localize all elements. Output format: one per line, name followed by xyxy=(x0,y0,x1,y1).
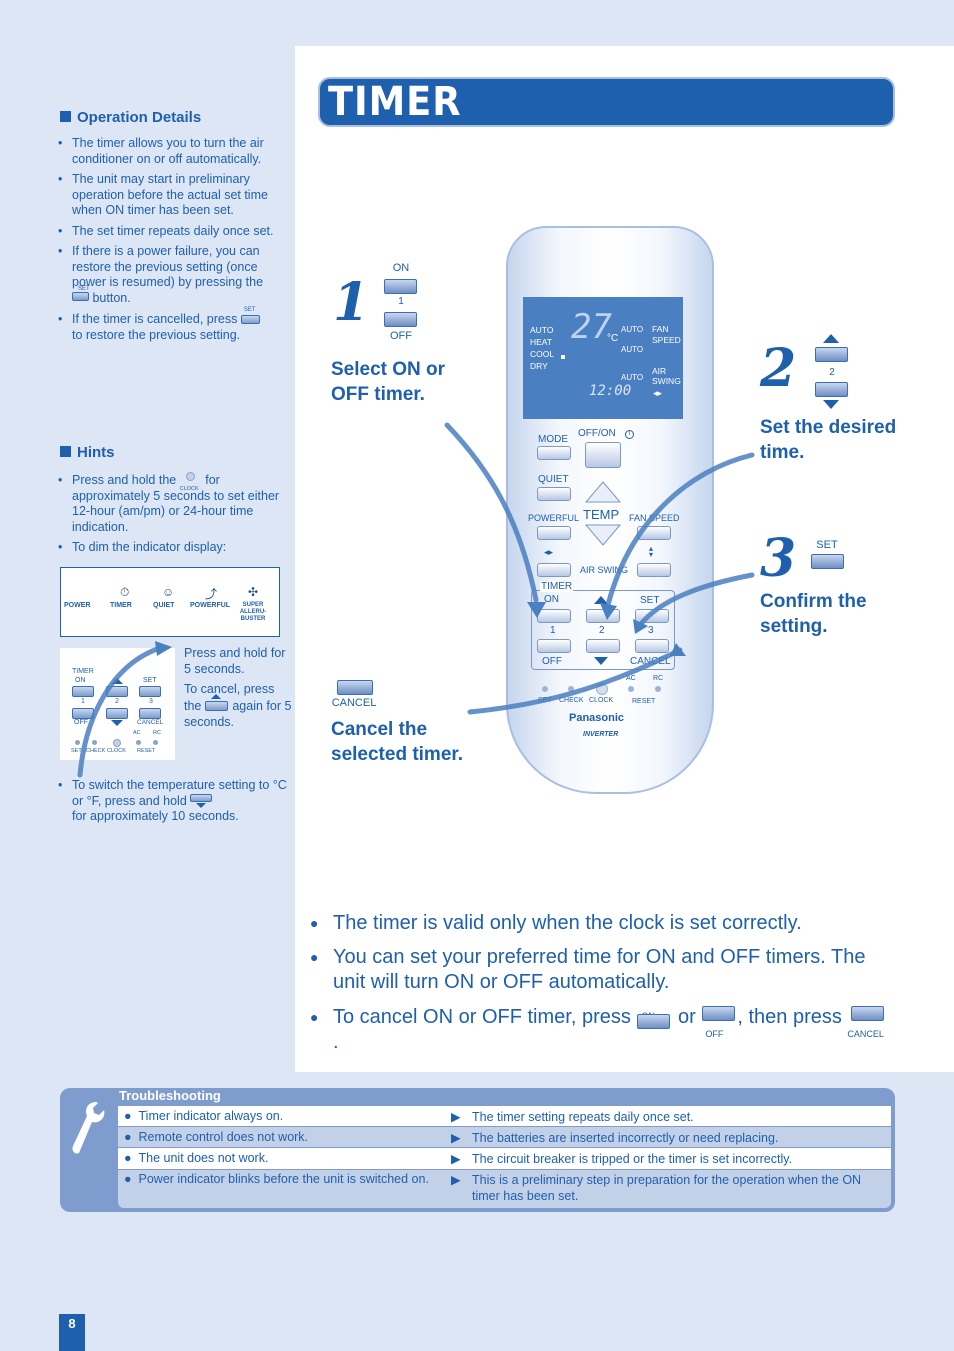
list-item: To switch the temperature setting to °C … xyxy=(58,778,293,825)
set-button-icon xyxy=(811,554,844,569)
table-row xyxy=(118,1106,891,1126)
list-item: ●The timer is valid only when the clock … xyxy=(310,912,802,934)
step-cancel-text: Cancel the selected timer. xyxy=(331,719,464,765)
mini-set-button xyxy=(139,686,161,697)
square-bullet-icon xyxy=(60,446,71,457)
timer-section xyxy=(531,590,675,670)
table-row xyxy=(118,1170,891,1208)
step-number-1: 1 xyxy=(333,272,370,333)
super-allergen-label: SUPER ALLERU-BUSTER xyxy=(239,602,267,622)
powerful-label: POWERFUL xyxy=(190,602,231,609)
remote-timer-cancel-button[interactable] xyxy=(635,639,669,653)
mini-cancel-button xyxy=(139,708,161,719)
page-number-tab xyxy=(59,1314,85,1351)
operation-details-list: The timer allows you to turn the air con… xyxy=(58,136,283,348)
up-button-icon xyxy=(815,347,848,362)
step-3-text: Confirm the setting. xyxy=(760,591,867,637)
wrench-icon xyxy=(68,1100,108,1160)
powerful-indicator-icon: ⤴ xyxy=(205,587,218,601)
remote-lcd xyxy=(523,297,683,419)
hints-heading: Hints xyxy=(60,444,115,461)
page-title: TIMER xyxy=(328,79,462,125)
cancel-button-icon xyxy=(337,680,373,695)
remote-mode-button[interactable] xyxy=(537,446,571,460)
up-button-icon xyxy=(204,701,228,712)
down-arrow-icon xyxy=(196,803,207,809)
lcd-clock: 12:00 xyxy=(589,383,632,399)
square-bullet-icon xyxy=(60,111,71,122)
power-icon: I xyxy=(625,430,634,439)
mini-down-arrow-icon xyxy=(111,720,123,726)
step-number-3: 3 xyxy=(760,528,797,589)
quiet-label: QUIET xyxy=(153,602,175,609)
hint-cancel-text: To cancel, press the again for 5 seconds… xyxy=(184,682,292,729)
list-item: ●To cancel ON or OFF timer, press ON or … xyxy=(310,1005,885,1053)
on-button-icon xyxy=(384,279,417,294)
clock-button-icon: CLOCK xyxy=(180,471,202,492)
remote-powerful-button[interactable] xyxy=(537,526,571,540)
remote-offon-button[interactable] xyxy=(585,442,621,468)
hints-list: Press and hold the CLOCK for approximate… xyxy=(58,471,283,561)
on-button-icon xyxy=(637,1013,671,1029)
hint-press-hold-text: Press and hold for 5 seconds. xyxy=(184,646,286,676)
temp-down-button[interactable] xyxy=(584,524,622,546)
remote-quiet-button[interactable] xyxy=(537,487,571,501)
list-item: The timer allows you to turn the air con… xyxy=(58,136,283,167)
list-item: Press and hold the CLOCK for approximate… xyxy=(58,471,283,535)
page-number: 8 xyxy=(68,1316,76,1331)
mini-down-button xyxy=(106,708,128,719)
set-button-icon xyxy=(240,315,260,325)
remote-horizontal-swing-button[interactable] xyxy=(537,563,571,577)
table-row xyxy=(118,1127,891,1147)
timer-label: TIMER xyxy=(110,602,132,609)
step-number-2: 2 xyxy=(760,338,797,399)
list-item: The unit may start in preliminary operat… xyxy=(58,172,283,219)
up-arrow-icon xyxy=(823,334,839,343)
operation-details-heading: Operation Details xyxy=(60,109,201,126)
cancel-button-icon xyxy=(851,1005,885,1021)
step-2-text: Set the desired time. xyxy=(760,417,897,463)
off-button-icon xyxy=(384,312,417,327)
power-label: POWER xyxy=(64,602,91,609)
list-item: If the timer is cancelled, press SET to … xyxy=(58,307,283,343)
indicator-row: ⏱ ☺ ⤴ ✣ POWER TIMER QUIET POWERFUL SUPER… xyxy=(64,585,276,622)
list-item: ●You can set your preferred time for ON … xyxy=(310,946,866,993)
down-arrow-icon xyxy=(823,400,839,409)
allergen-indicator-icon: ✣ xyxy=(248,585,259,599)
title-banner xyxy=(318,77,895,127)
up-arrow-icon xyxy=(210,694,221,700)
down-button-icon xyxy=(190,794,213,803)
list-item: The set timer repeats daily once set. xyxy=(58,224,283,240)
list-item: To dim the indicator display: xyxy=(58,540,283,556)
lcd-temperature: 27 xyxy=(571,307,612,347)
remote-vertical-swing-button[interactable] xyxy=(637,563,671,577)
timer-indicator-icon: ⏱ xyxy=(120,585,130,599)
swing-arrows-icon: ◂▸ xyxy=(653,388,663,398)
quiet-indicator-icon: ☺ xyxy=(162,585,175,599)
off-button-icon xyxy=(702,1005,736,1021)
vertical-swing-icon: ▴▾ xyxy=(649,544,654,559)
troubleshooting-heading: Troubleshooting xyxy=(119,1088,221,1103)
table-row xyxy=(118,1148,891,1169)
list-item: If there is a power failure, you can res… xyxy=(58,244,283,306)
remote-timer-off-button[interactable] xyxy=(537,639,571,653)
mini-on-button xyxy=(72,686,94,697)
indicator-panel xyxy=(60,567,280,637)
inverter-logo: INVERTER xyxy=(583,731,619,738)
hints-list-2: To switch the temperature setting to °C … xyxy=(58,778,293,830)
step-1-text: Select ON or OFF timer. xyxy=(331,359,446,405)
temp-up-button[interactable] xyxy=(584,481,622,503)
brand-logo: Panasonic xyxy=(569,712,625,724)
remote-timer-down-button[interactable] xyxy=(586,639,620,653)
horizontal-swing-icon: ◂▸ xyxy=(544,547,554,557)
down-button-icon xyxy=(815,382,848,397)
set-button-icon xyxy=(72,291,89,301)
